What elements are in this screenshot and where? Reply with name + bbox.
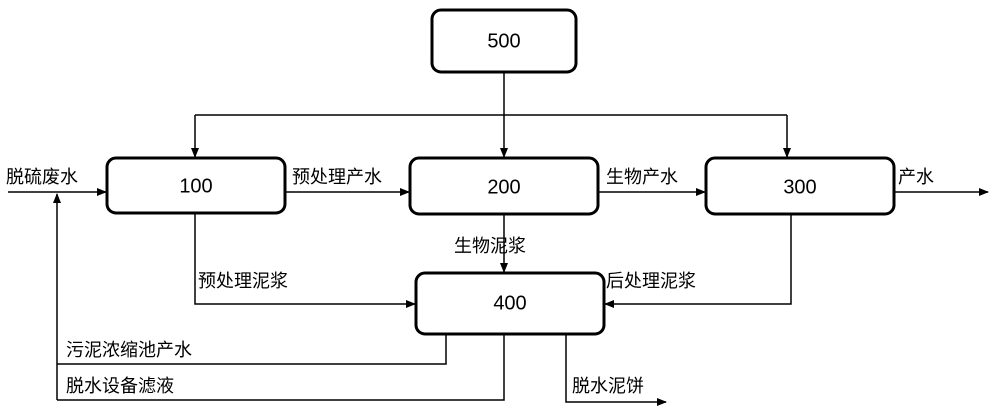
line-filtrate-return [57,334,505,401]
unit-100-box: 100 [105,156,287,215]
unit-200-label: 200 [487,176,520,198]
line-thickener-return [53,193,447,400]
unit-100-label: 100 [179,175,212,197]
label-desulfurization-wastewater: 脱硫废水 [6,167,78,188]
unit-400-label: 400 [493,292,526,314]
unit-500-label: 500 [487,30,520,52]
label-sludge-thickener-effluent: 污泥浓缩池产水 [66,340,192,361]
line-cake-outlet [565,334,667,406]
label-dewatered-cake: 脱水泥饼 [572,376,644,397]
unit-200-box: 200 [408,156,600,216]
label-posttreatment-sludge: 后处理泥浆 [606,271,696,292]
unit-500-box: 500 [430,8,578,74]
label-product-water: 产水 [898,167,934,188]
label-pretreatment-sludge: 预处理泥浆 [198,271,288,292]
unit-300-box: 300 [704,156,896,216]
label-dewatering-filtrate: 脱水设备滤液 [66,376,174,397]
unit-400-box: 400 [414,271,606,336]
label-biological-effluent: 生物产水 [606,167,678,188]
line-300-to-400 [604,214,792,308]
label-pretreatment-effluent: 预处理产水 [292,167,382,188]
unit-300-label: 300 [783,176,816,198]
label-biological-sludge: 生物泥浆 [454,236,526,257]
line-100-to-400 [194,213,416,308]
